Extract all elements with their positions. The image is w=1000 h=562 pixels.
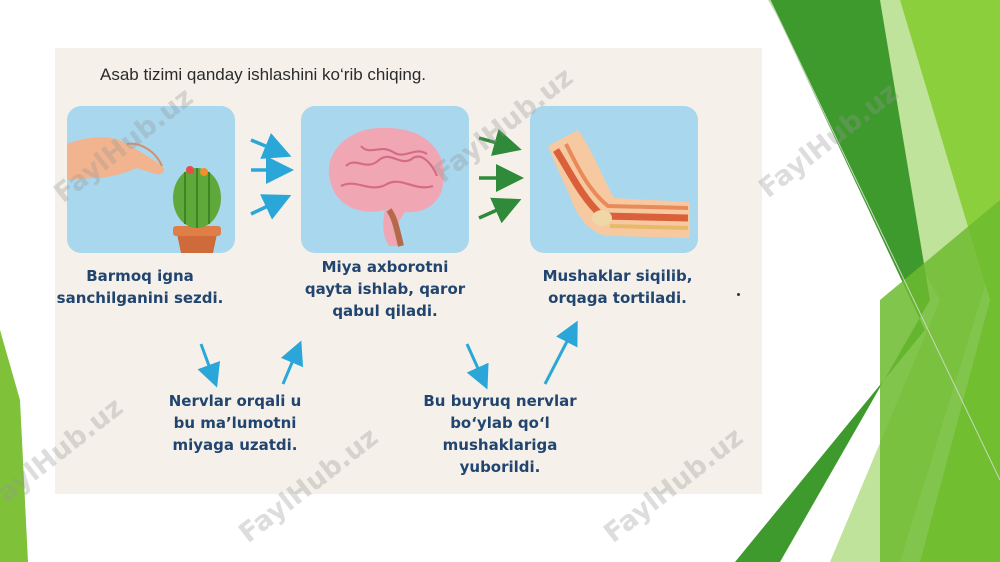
step-caption-brain: Miya axborotni qayta ishlab, qaror qabul… xyxy=(304,258,466,320)
green-shape-dark xyxy=(735,0,930,562)
brain-panel xyxy=(301,106,469,253)
arm-panel xyxy=(530,106,698,253)
finger-panel xyxy=(67,106,235,253)
arrows-layer xyxy=(197,128,578,390)
arm-muscle-icon xyxy=(548,130,690,238)
textbook-image: Asab tizimi qanday ishlashini ko‘rib chi… xyxy=(55,48,762,494)
step-caption-finger: Barmoq igna sanchilganini sezdi. xyxy=(56,267,224,307)
transfer-caption-motor: Bu buyruq nervlar bo‘ylab qo‘l mushaklar… xyxy=(423,392,577,476)
nerve-flow-arrows xyxy=(197,320,578,390)
green-shape-mid xyxy=(880,200,1000,562)
brain-icon xyxy=(328,127,444,247)
transfer-caption-sensory: Nervlar orqali u bu ma’lumotni miyaga uz… xyxy=(168,392,302,454)
page-title: Asab tizimi qanday ishlashini ko‘rib chi… xyxy=(100,65,426,84)
motor-arrows xyxy=(478,128,524,224)
step-caption-muscles: Mushaklar siqilib, orqaga tortiladi. xyxy=(542,267,693,307)
hand-cactus-icon xyxy=(67,137,221,253)
stray-dot xyxy=(737,293,740,296)
green-shape-left xyxy=(0,330,28,562)
sensory-arrows xyxy=(250,133,294,220)
